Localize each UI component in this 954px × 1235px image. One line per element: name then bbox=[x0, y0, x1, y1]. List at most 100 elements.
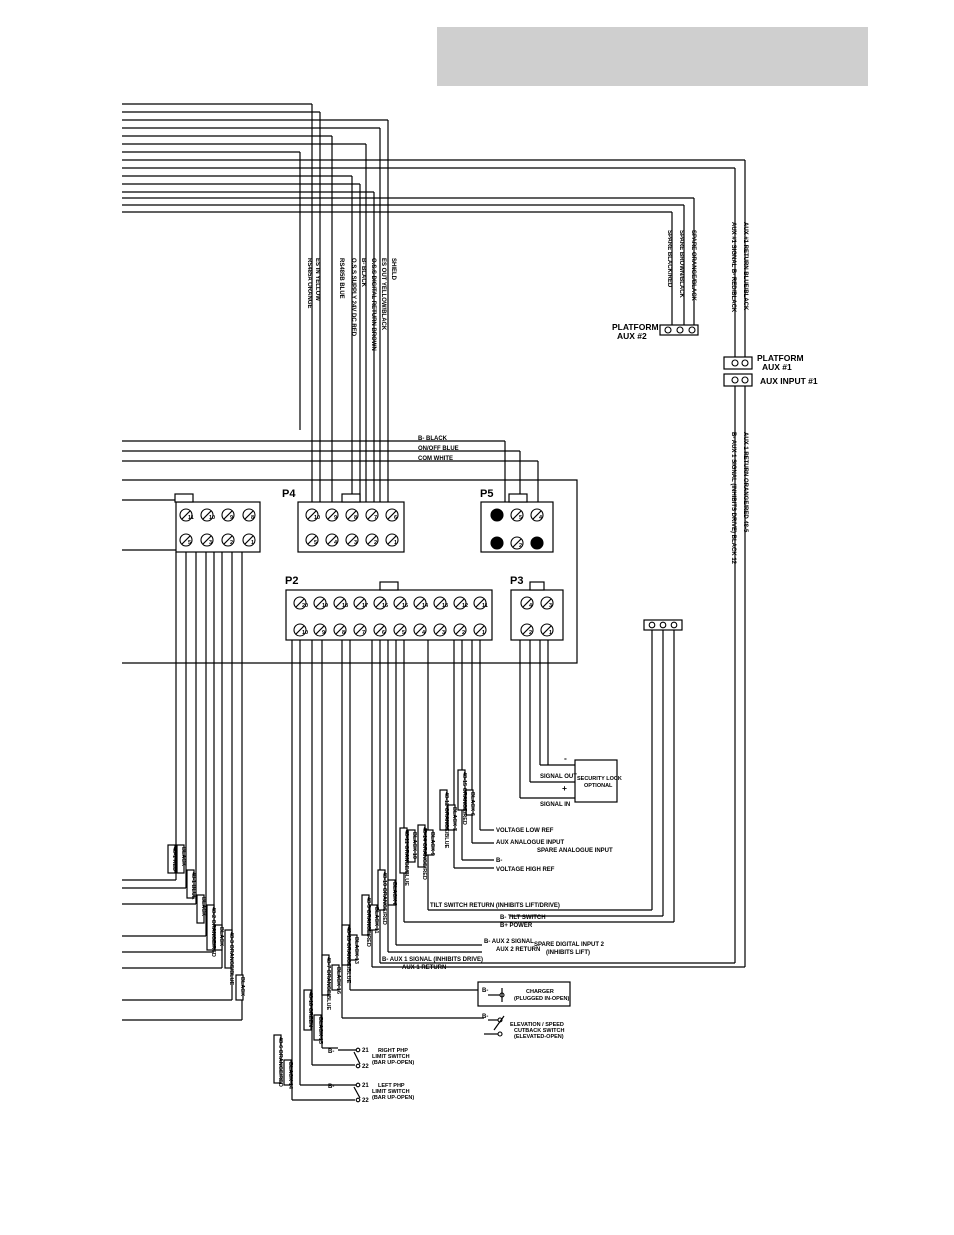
label-b-aux1: B- AUX 1 SIGNAL (INHIBITS DRIVE) bbox=[382, 957, 483, 963]
p2-top-pin-label-18: 18 bbox=[342, 603, 348, 609]
tag-p2-g-0: 48-14 ORANGE/RED bbox=[421, 827, 427, 880]
p2-top-pin-label-17: 17 bbox=[362, 603, 368, 609]
p4-bottom-pin-label-5: 5 bbox=[314, 540, 317, 546]
charger-b: B- bbox=[482, 988, 488, 994]
p2-wire-tags: 48-15 ORANGE/RED BLACK 6 48-12 ORANGE/BL… bbox=[273, 769, 475, 1090]
p2-top-pin-stroke-20 bbox=[295, 598, 305, 608]
left-top-pin-stroke-9 bbox=[223, 510, 233, 520]
header-title-box bbox=[437, 27, 868, 86]
p2-top-pin-stroke-15 bbox=[395, 598, 405, 608]
label-b-aux2: B- AUX 2 SIGNAL bbox=[484, 939, 534, 945]
tag-p2-b-2: BLACK 16 bbox=[335, 967, 341, 994]
p4-top-pin-stroke-8 bbox=[347, 510, 357, 520]
p2-top-pin-label-13: 13 bbox=[442, 603, 448, 609]
p5-label: P5 bbox=[480, 488, 493, 500]
p2-top-pin-label-11: 11 bbox=[482, 603, 488, 609]
tag-p2-i-1: BLACK 6 bbox=[469, 792, 475, 816]
tag-p2-f-1: BLACK 10 bbox=[411, 832, 417, 859]
left-bottom-pin-stroke-1 bbox=[244, 535, 254, 545]
p2-bottom-pin-label-10: 10 bbox=[302, 630, 308, 636]
tag-lower-6: 48-3 ORANGE/BLUE bbox=[228, 932, 234, 986]
label-aux2-return: AUX 2 RETURN bbox=[496, 947, 540, 953]
label-voltage-low: VOLTAGE LOW REF bbox=[496, 828, 554, 834]
aux1-label-line1: PLATFORM bbox=[757, 353, 804, 363]
p4-bottom-pin-stroke-2 bbox=[367, 535, 377, 545]
right-php-label-2: LIMIT SWITCH bbox=[372, 1054, 410, 1060]
p5-supply-lines: B- BLACK ON/OFF BLUE COM WHITE bbox=[122, 436, 539, 505]
p4-bottom-pin-stroke-1 bbox=[387, 535, 397, 545]
tag-p2-b-0: 48-7 ORANGE/BLUE bbox=[325, 957, 331, 1011]
p4-bottom-pin-label-3: 3 bbox=[354, 540, 357, 546]
label-spare-digital-1: SPARE DIGITAL INPUT 2 bbox=[534, 942, 605, 948]
p4-top-pin-label-7: 7 bbox=[374, 515, 377, 521]
p5-top-pin-label-5: 5 bbox=[519, 515, 522, 521]
left-bottom-pin-stroke-3 bbox=[202, 535, 212, 545]
label-spare-orange-black: SPARE ORANGE/BLACK bbox=[690, 230, 696, 302]
left-php-label-1: LEFT PHP bbox=[378, 1083, 405, 1089]
p2-bottom-pin-stroke-7 bbox=[355, 625, 365, 635]
label-oss-supply: O.S.S SUPPLY 24V DC RED bbox=[350, 258, 356, 337]
label-aux1-signal: AUX #1 SIGNAL B- RED/BLACK bbox=[730, 222, 736, 313]
right-php-22: 22 bbox=[362, 1064, 369, 1070]
label-spare-digital-2: (INHIBITS LIFT) bbox=[546, 950, 590, 956]
tag-p2-c-1: BLACK 13 bbox=[353, 937, 359, 964]
p3-bottom-pin-stroke-2 bbox=[522, 625, 532, 635]
left-bottom-pin-label-3: 3 bbox=[209, 540, 212, 546]
p5-top-pin-label-4: 4 bbox=[539, 515, 543, 521]
p2-bottom-pin-label-8: 8 bbox=[342, 630, 345, 636]
p4-top-pin-label-10: 10 bbox=[314, 515, 320, 521]
p5-top-pin-stroke-4 bbox=[532, 510, 542, 520]
security-plus: + bbox=[562, 783, 567, 793]
p2-label: P2 bbox=[285, 575, 298, 587]
platform-aux2-connector: PLATFORM AUX #2 bbox=[612, 322, 699, 341]
p2-bottom-pin-label-7: 7 bbox=[362, 630, 365, 636]
label-b-black-vert: B- BLACK bbox=[360, 258, 366, 288]
p4-top-pin-stroke-9 bbox=[327, 510, 337, 520]
p2-top-pin-stroke-17 bbox=[355, 598, 365, 608]
label-com-white: COM WHITE bbox=[418, 456, 453, 462]
p2-bottom-pin-stroke-5 bbox=[395, 625, 405, 635]
p2-bottom-pin-stroke-8 bbox=[335, 625, 345, 635]
aux2-label-line2: AUX #2 bbox=[617, 331, 647, 341]
left-top-pin-label-8: 8 bbox=[251, 515, 254, 521]
tag-p2-i-0: 48-15 ORANGE/RED bbox=[461, 772, 467, 825]
charger-label-2: (PLUGGED IN-OPEN) bbox=[514, 996, 569, 1002]
label-oss-digital: O.S.S DIGITAL RETURN BROWN bbox=[370, 258, 376, 351]
p2-top-pin-label-20: 20 bbox=[302, 603, 308, 609]
label-spare-brown-black: SPARE BROWN/BLACK bbox=[678, 230, 684, 299]
p2-top-pin-stroke-14 bbox=[415, 598, 425, 608]
p2-bottom-pin-label-5: 5 bbox=[402, 630, 405, 636]
aux-input1-label: AUX INPUT #1 bbox=[760, 376, 818, 386]
p4-bottom-pin-stroke-5 bbox=[307, 535, 317, 545]
tag-p2-a-1: BLACK 15 bbox=[317, 1017, 323, 1044]
aux1-label-line2: AUX #1 bbox=[762, 362, 792, 372]
p2-bottom-pin-label-3: 3 bbox=[442, 630, 445, 636]
left-bottom-pin-label-5: 5 bbox=[188, 540, 191, 546]
p5-top-pin-label-6: 6 bbox=[499, 515, 502, 521]
label-aux-analogue: AUX ANALOGUE INPUT bbox=[496, 840, 564, 846]
tag-lower-7: BLACK bbox=[239, 977, 245, 996]
p2-bottom-pin-stroke-2 bbox=[455, 625, 465, 635]
p2-top-pin-label-12: 12 bbox=[462, 603, 468, 609]
p2-function-labels: VOLTAGE LOW REF AUX ANALOGUE INPUT SPARE… bbox=[382, 828, 613, 971]
elevation-b: B- bbox=[482, 1014, 488, 1020]
label-b-plus-power: B+ POWER bbox=[500, 923, 533, 929]
p2-bottom-pin-stroke-1 bbox=[475, 625, 485, 635]
label-b-minus: B- bbox=[496, 858, 502, 864]
tag-p2-g-1: BLACK 9 bbox=[429, 832, 435, 856]
p2-top-pin-label-19: 19 bbox=[322, 603, 328, 609]
label-tilt-return: TILT SWITCH RETURN (INHIBITS LIFT/DRIVE) bbox=[430, 903, 560, 909]
p2-bottom-pin-label-2: 2 bbox=[462, 630, 465, 636]
charger-label-1: CHARGER bbox=[526, 989, 554, 995]
p4-top-pin-stroke-6 bbox=[387, 510, 397, 520]
top-harness bbox=[122, 103, 746, 505]
label-spare-analogue: SPARE ANALOGUE INPUT bbox=[537, 848, 613, 854]
right-php-b: B- bbox=[328, 1049, 334, 1055]
tag-lower-4: 48-2 ORANGE/RED bbox=[210, 907, 216, 957]
left-top-pin-stroke-11 bbox=[181, 510, 191, 520]
left-top-pin-stroke-8 bbox=[244, 510, 254, 520]
